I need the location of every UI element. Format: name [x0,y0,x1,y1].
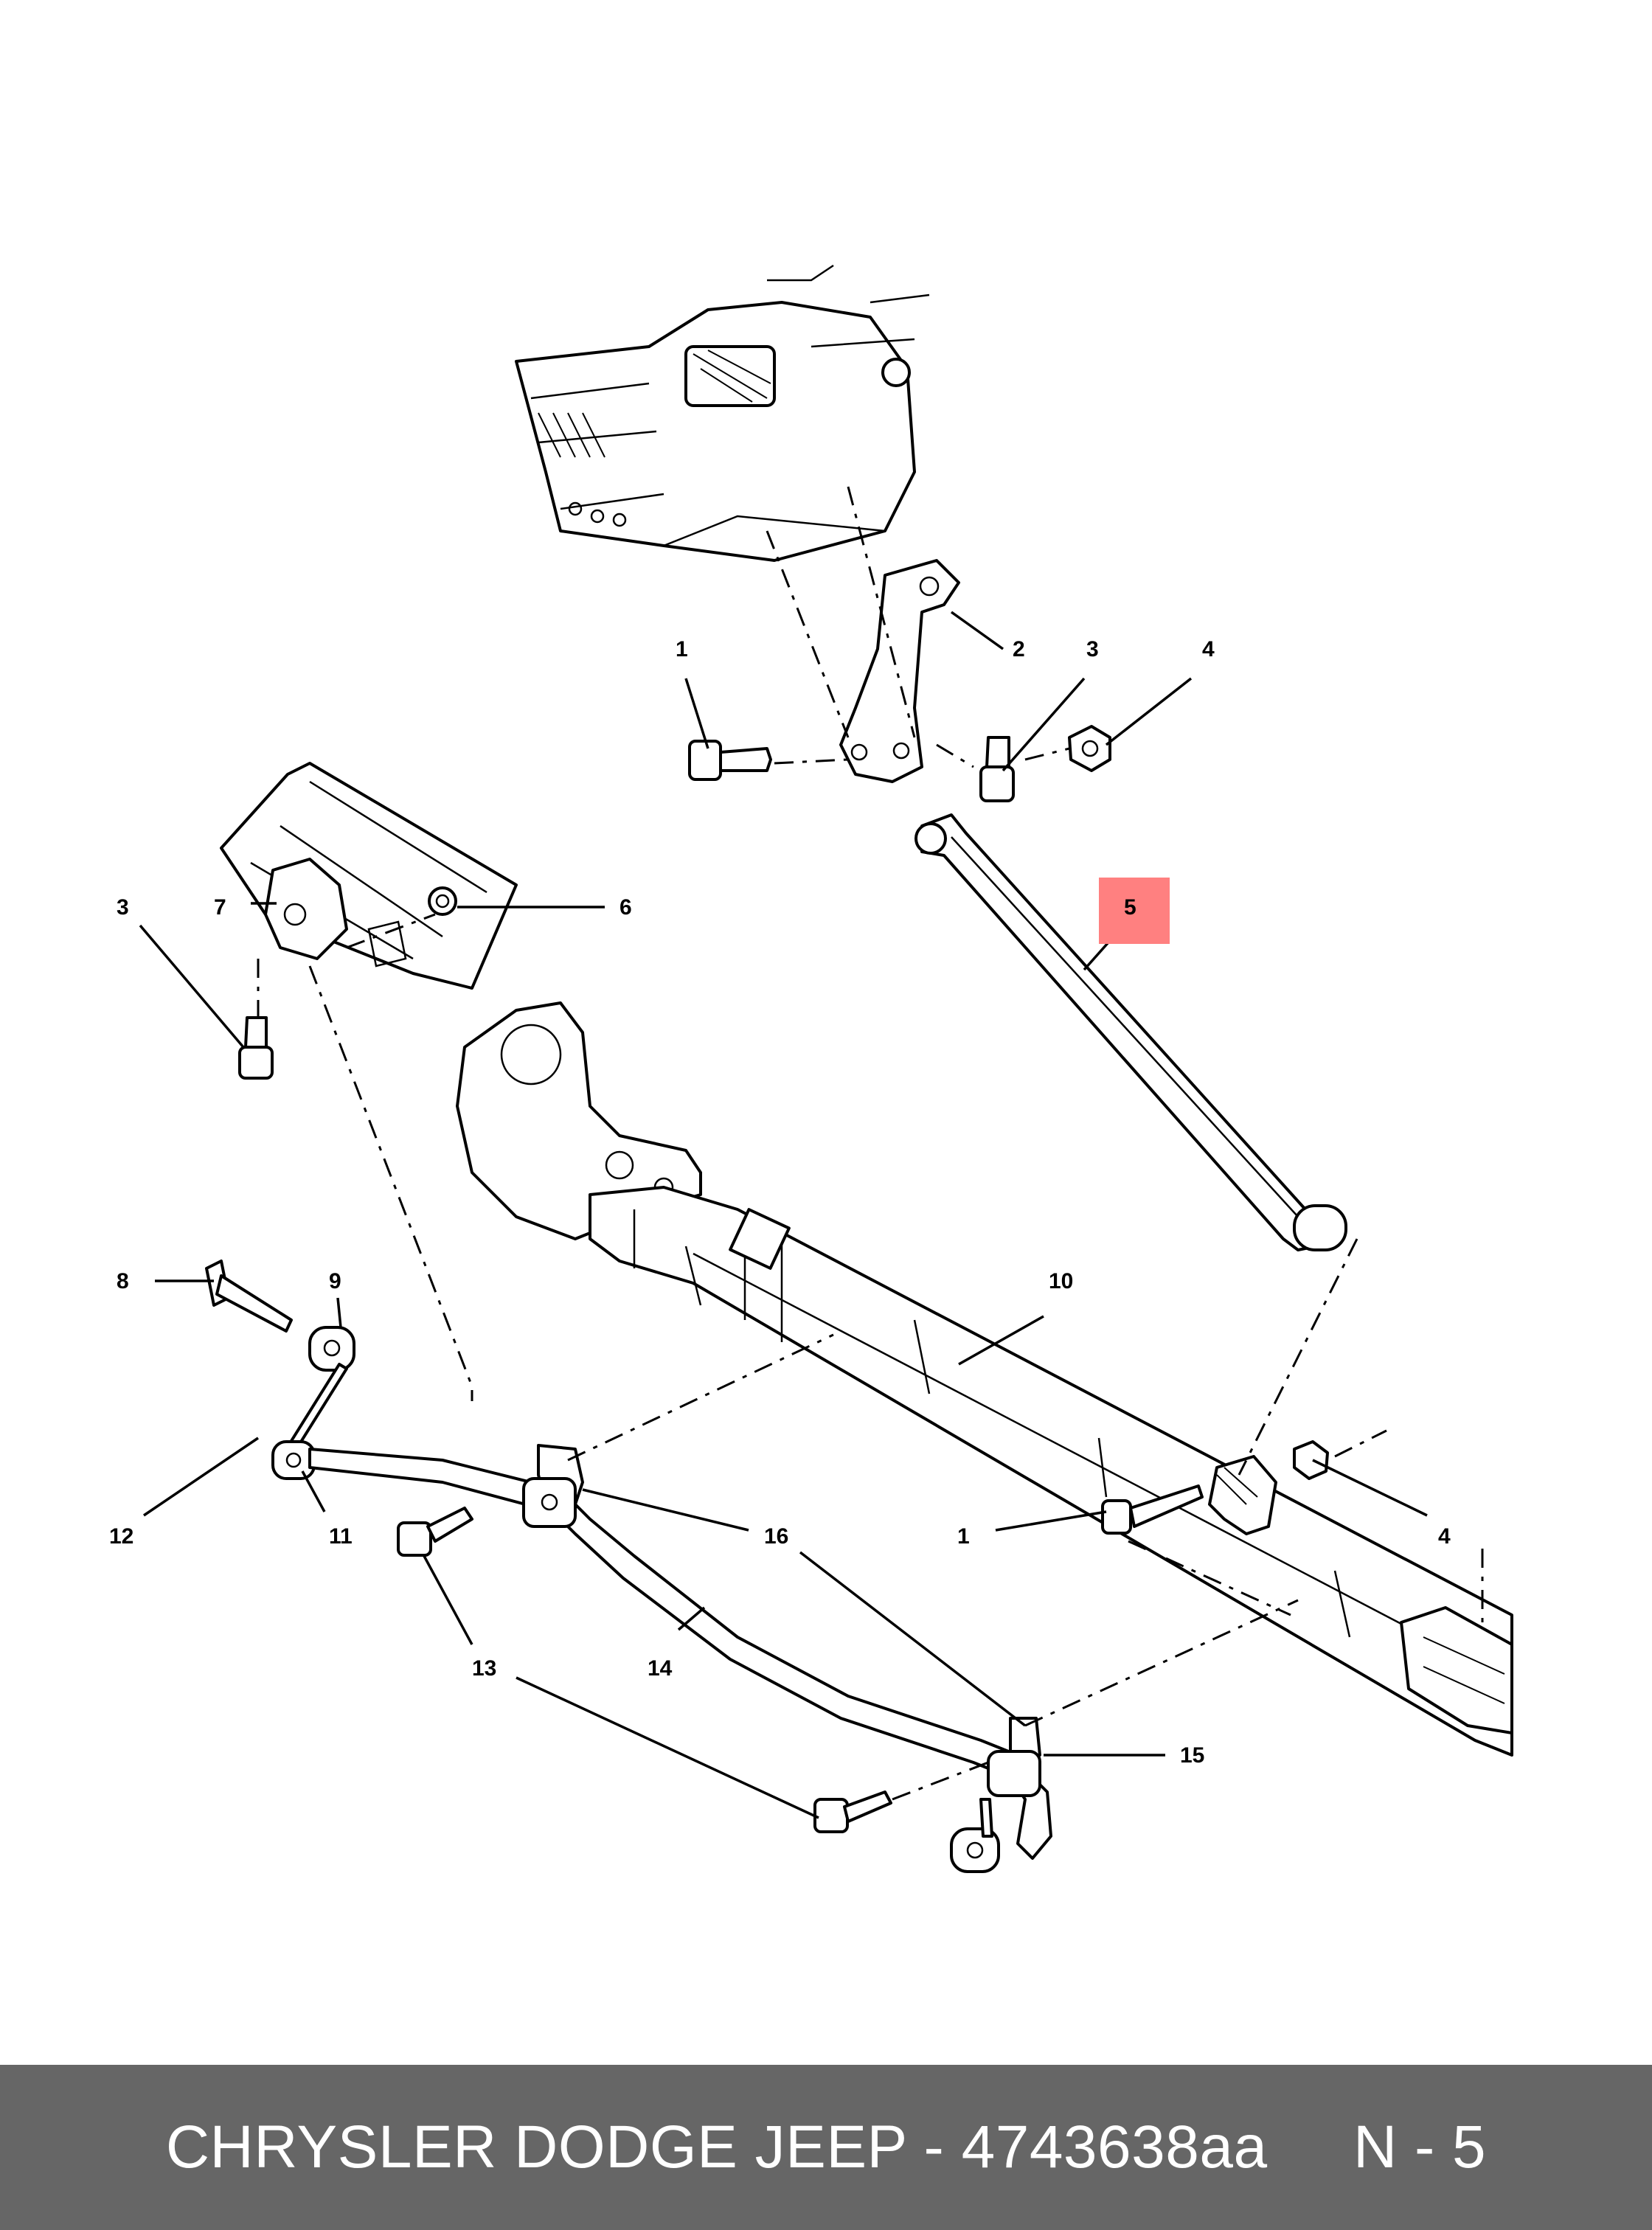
leader-lines [139,611,1428,1819]
callout-3-top: 3 [1086,637,1099,661]
footer-caption: CHRYSLER DODGE JEEP - 4743638aa N - 5 [165,2113,1487,2181]
callout-10: 10 [1049,1269,1073,1293]
axle-track-bar-bracket [1208,1455,1277,1535]
callout-4-bottom: 4 [1438,1524,1451,1549]
part-5-track-bar [914,813,1347,1251]
callout-8: 8 [117,1269,129,1293]
part-8-bolt [205,1260,293,1333]
callout-5: 5 [1124,895,1136,920]
part-1-bolt-bottom [1101,1484,1204,1535]
callout-9: 9 [329,1269,341,1293]
right-link-end [950,1798,1000,1873]
upper-frame-section [515,264,930,562]
callout-13: 13 [472,1656,496,1681]
callout-3-left: 3 [117,895,129,920]
parts-diagram: 1 2 3 4 5 3 7 6 8 9 10 12 11 16 1 4 13 1… [109,264,1513,1873]
callout-15: 15 [1180,1743,1204,1768]
callout-14: 14 [648,1656,673,1681]
part-13-bolt-left [397,1507,473,1557]
part-2-bracket [839,559,960,783]
part-16-bushing-right [987,1717,1041,1797]
part-16-bushing-left [522,1444,584,1528]
part-3-bolt-left [238,1016,274,1080]
callout-7: 7 [214,895,226,920]
callout-4-top: 4 [1202,637,1215,661]
part-13-bolt-right [813,1790,892,1833]
assembly-lines [257,486,1484,1801]
part-10-axle [456,1001,1513,1757]
part-1-bolt-top [688,740,772,781]
highlight-box-part-5 [1099,878,1170,944]
part-9-bushing [308,1326,355,1372]
part-4-nut-bottom [1293,1440,1329,1480]
callout-11: 11 [329,1524,353,1549]
callout-1-top: 1 [676,637,688,661]
callout-labels: 1 2 3 4 5 3 7 6 8 9 10 12 11 16 1 4 13 1… [109,637,1451,1768]
callout-1-bottom: 1 [957,1524,970,1549]
part-4-nut-top [1068,725,1111,772]
callout-2: 2 [1013,637,1025,661]
footer-bar: CHRYSLER DODGE JEEP - 4743638aa N - 5 [0,2065,1652,2230]
part-3-bolt-top [979,736,1015,802]
callout-6: 6 [620,895,632,920]
callout-12: 12 [109,1524,133,1549]
part-11-link-end [271,1440,316,1480]
stabilizer-link [290,1363,348,1447]
callout-16: 16 [764,1524,788,1549]
left-frame-rail [220,762,518,990]
part-14-stabilizer-bar [308,1448,1052,1860]
